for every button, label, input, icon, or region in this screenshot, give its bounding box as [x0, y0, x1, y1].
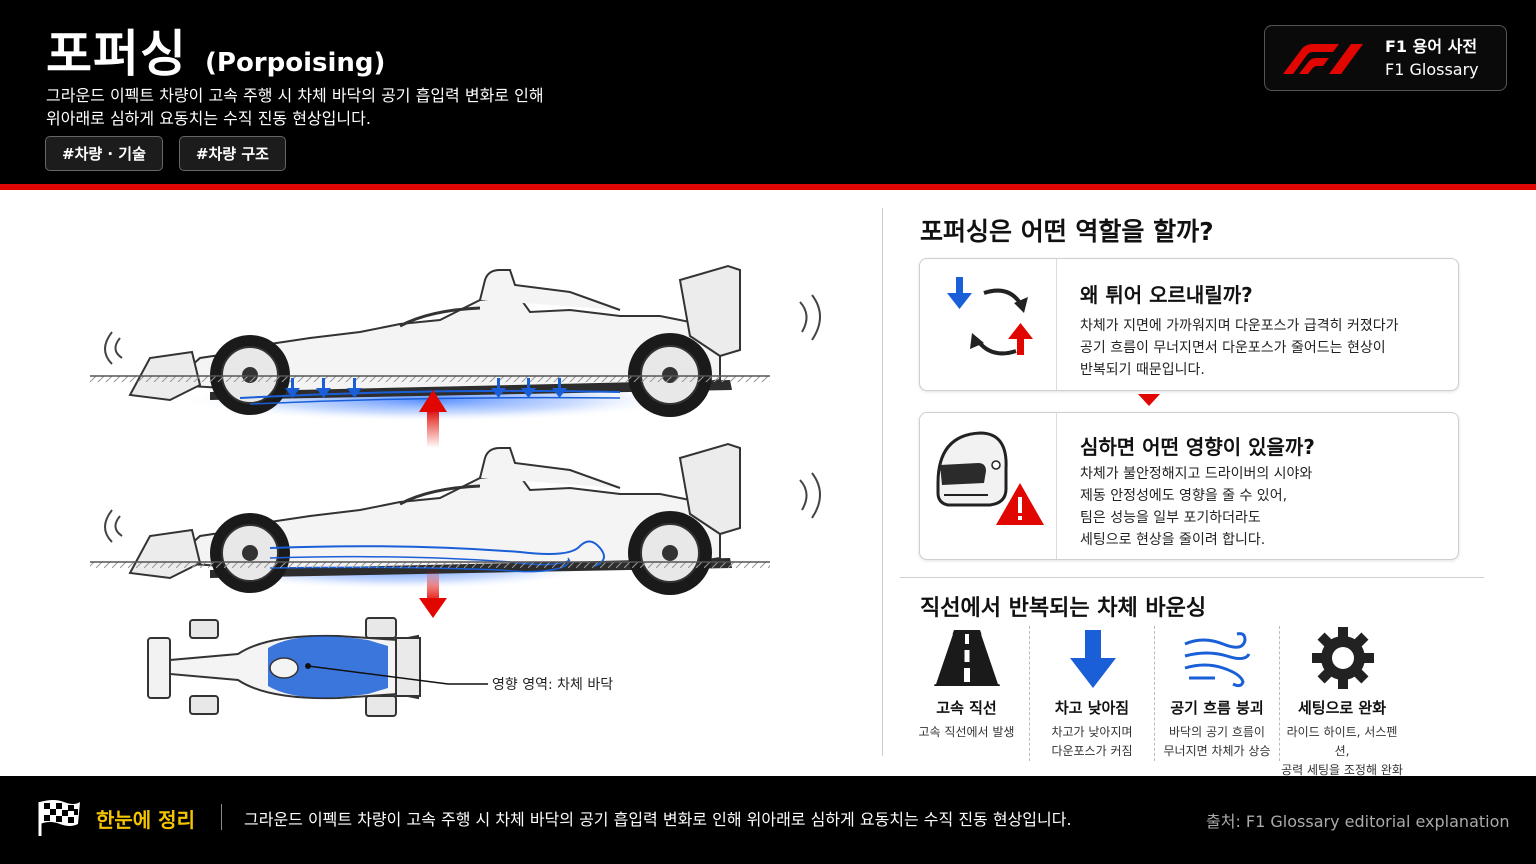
lift-up-arrow-icon: [419, 390, 447, 448]
downforce-arrows-icon: [285, 378, 567, 398]
header-accent-line: [0, 184, 1536, 190]
car-low-ride-height: [103, 264, 822, 422]
card-why-line-2: 공기 흐름이 무너지면서 다운포스가 줄어드는 현상이: [1080, 340, 1386, 356]
step-setup-mitigation: 세팅으로 완화 라이드 하이트, 서스펜션, 공력 세팅을 조정해 완화: [1279, 626, 1404, 777]
card-impact-line-2: 제동 안정성에도 영향을 줄 수 있어,: [1080, 488, 1288, 504]
step-desc: 고속 직선에서 발생: [904, 723, 1029, 742]
role-question-title: 포퍼싱은 어떤 역할을 할까?: [920, 217, 1214, 246]
panel-divider: [882, 208, 883, 756]
title-group: 포퍼싱 (Porpoising): [46, 14, 385, 86]
impact-area-label: 영향 영역: 차체 바닥: [492, 677, 613, 693]
subtitle-line-2: 위아래로 심하게 요동치는 수직 진동 현상입니다.: [46, 109, 371, 128]
card-connector-arrow-icon: [1138, 394, 1160, 406]
card-icon-area: [920, 259, 1057, 390]
step-desc-line: 무너지면 차체가 상승: [1163, 744, 1271, 758]
step-desc-line: 공력 세팅을 조정해 완화: [1281, 763, 1403, 777]
card-why-bounce-text: 차체가 지면에 가까워지며 다운포스가 급격히 커졌다가 공기 흐름이 무너지면…: [1080, 315, 1450, 381]
glossary-badge-korean: F1 용어 사전: [1385, 37, 1478, 56]
card-impact-line-1: 차체가 불안정해지고 드라이버의 시야와: [1080, 466, 1313, 482]
step-high-speed-straight: 고속 직선 고속 직선에서 발생: [904, 626, 1029, 761]
step-title: 세팅으로 완화: [1297, 699, 1387, 717]
helmet-warning-icon: [936, 431, 1044, 525]
step-title: 공기 흐름 붕괴: [1170, 699, 1264, 717]
card-severe-impact-text: 차체가 불안정해지고 드라이버의 시야와 제동 안정성에도 영향을 줄 수 있어…: [1080, 463, 1450, 551]
card-why-line-1: 차체가 지면에 가까워지며 다운포스가 급격히 커졌다가: [1080, 318, 1399, 334]
step-desc-line: 바닥의 공기 흐름이: [1169, 725, 1265, 739]
card-icon-area: [920, 413, 1057, 559]
card-severe-impact: 심하면 어떤 영향이 있을까? 차체가 불안정해지고 드라이버의 시야와 제동 …: [919, 412, 1459, 560]
section-divider: [900, 577, 1484, 578]
car-lifted: [103, 442, 822, 597]
card-why-bounce-title: 왜 튀어 오르내릴까?: [1080, 283, 1253, 307]
summary-footer: 한눈에 정리 그라운드 이펙트 차량이 고속 주행 시 차체 바닥의 공기 흡입…: [0, 776, 1536, 864]
card-why-line-3: 반복되기 때문입니다.: [1080, 362, 1205, 378]
step-desc: 차고가 낮아지며 다운포스가 커짐: [1030, 723, 1154, 761]
tag-vehicle-tech[interactable]: #차량 · 기술: [45, 136, 163, 171]
step-title: 차고 낮아짐: [1054, 699, 1130, 717]
step-airflow-collapse: 공기 흐름 붕괴 바닥의 공기 흐름이 무너지면 차체가 상승: [1154, 626, 1279, 761]
ground-top: [90, 376, 770, 382]
road-icon: [934, 630, 1000, 686]
subtitle-line-1: 그라운드 이펙트 차량이 고속 주행 시 차체 바닥의 공기 흡입력 변화로 인…: [46, 86, 544, 105]
page-title: 포퍼싱: [46, 25, 187, 83]
f1-logo-icon: [1283, 44, 1363, 74]
step-desc-line: 고속 직선에서 발생: [918, 725, 1015, 739]
step-desc-line: 라이드 하이트, 서스펜션,: [1286, 725, 1398, 758]
page-title-english: (Porpoising): [205, 48, 386, 78]
step-desc: 바닥의 공기 흐름이 무너지면 차체가 상승: [1155, 723, 1279, 761]
card-impact-line-3: 팀은 성능을 일부 포기하더라도: [1080, 510, 1261, 526]
car-top-view: [147, 617, 488, 717]
porpoising-illustration: 영향 영역: 차체 바닥: [90, 264, 822, 717]
checkered-flag-icon: [38, 800, 80, 836]
step-desc-line: 다운포스가 커짐: [1051, 744, 1133, 758]
glossary-badge-english: F1 Glossary: [1385, 60, 1479, 79]
bouncing-steps: 고속 직선 고속 직선에서 발생 차고 낮아짐 차고가 낮아지며 다운포스가 커…: [904, 626, 1484, 777]
glossary-badge-text: F1 용어 사전 F1 Glossary: [1385, 35, 1479, 81]
summary-text: 그라운드 이펙트 차량이 고속 주행 시 차체 바닥의 공기 흡입력 변화로 인…: [244, 810, 1072, 829]
cycle-arrows-icon: [947, 277, 1033, 356]
down-arrow-icon: [1070, 630, 1116, 688]
tag-vehicle-structure[interactable]: #차량 구조: [178, 136, 286, 171]
card-why-bounce: 왜 튀어 오르내릴까? 차체가 지면에 가까워지며 다운포스가 급격히 커졌다가…: [919, 258, 1459, 391]
step-title: 고속 직선: [936, 699, 997, 717]
page-subtitle: 그라운드 이펙트 차량이 고속 주행 시 차체 바닥의 공기 흡입력 변화로 인…: [46, 84, 606, 130]
ground-bottom: [90, 562, 770, 568]
header: 포퍼싱 (Porpoising) 그라운드 이펙트 차량이 고속 주행 시 차체…: [0, 0, 1536, 186]
summary-label: 한눈에 정리: [96, 808, 195, 832]
drop-down-arrow-icon: [419, 568, 447, 618]
step-desc-line: 차고가 낮아지며: [1051, 725, 1133, 739]
bouncing-section-title: 직선에서 반복되는 차체 바운싱: [920, 596, 1207, 621]
wind-icon: [1184, 632, 1251, 688]
glossary-badge: F1 용어 사전 F1 Glossary: [1264, 25, 1507, 91]
source-credit: 출처: F1 Glossary editorial explanation: [1206, 812, 1510, 831]
card-impact-line-4: 세팅으로 현상을 줄이려 합니다.: [1080, 532, 1266, 548]
step-lower-ride-height: 차고 낮아짐 차고가 낮아지며 다운포스가 커짐: [1029, 626, 1154, 761]
tag-list: #차량 · 기술 #차량 구조: [45, 136, 286, 171]
card-severe-impact-title: 심하면 어떤 영향이 있을까?: [1080, 435, 1315, 459]
summary-separator: [221, 804, 222, 830]
gear-icon: [1312, 627, 1374, 689]
step-desc: 라이드 하이트, 서스펜션, 공력 세팅을 조정해 완화: [1280, 723, 1404, 780]
